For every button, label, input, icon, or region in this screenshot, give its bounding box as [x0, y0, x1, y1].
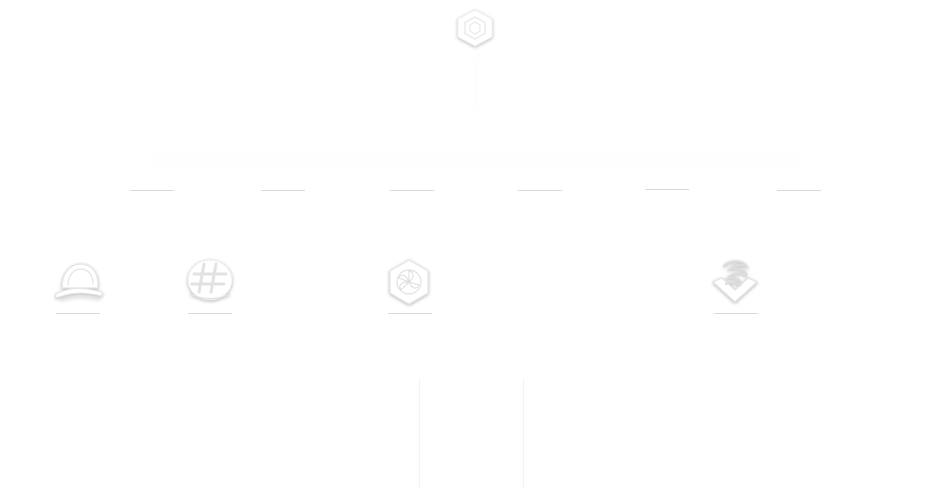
leaf-label: [829, 398, 843, 468]
level2-underline: [188, 313, 232, 314]
leaf-label: [38, 410, 52, 460]
level2-underline: [714, 313, 758, 314]
hashtag-icon: [185, 256, 235, 304]
leaf-separator: [419, 378, 420, 488]
leaf-label: [697, 385, 711, 485]
leaf-label: [170, 410, 184, 460]
level1-underline: [645, 189, 689, 190]
level1-underline: [130, 190, 174, 191]
level1-underline: [777, 190, 821, 191]
wave-heart-icon: [710, 256, 760, 304]
level2-underline: [388, 313, 432, 314]
level1-underline: [518, 190, 562, 191]
level1-underline: [390, 190, 434, 191]
leaf-label: [434, 405, 448, 465]
leaf-label: [566, 385, 580, 485]
helmet-icon: [54, 256, 104, 304]
level1-underline: [261, 190, 305, 191]
leaf-label: [763, 398, 777, 468]
leaf-label: [368, 405, 382, 465]
leaf-label: [895, 410, 909, 460]
leaf-label: [631, 385, 645, 485]
hexagon-icon: [453, 8, 497, 48]
leaf-label: [302, 405, 316, 465]
leaf-separator: [523, 378, 524, 488]
leaf-label: [236, 410, 250, 460]
leaf-label: [500, 410, 514, 460]
level2-underline: [56, 313, 100, 314]
pinwheel-icon: [385, 258, 433, 306]
leaf-label: [103, 410, 117, 460]
